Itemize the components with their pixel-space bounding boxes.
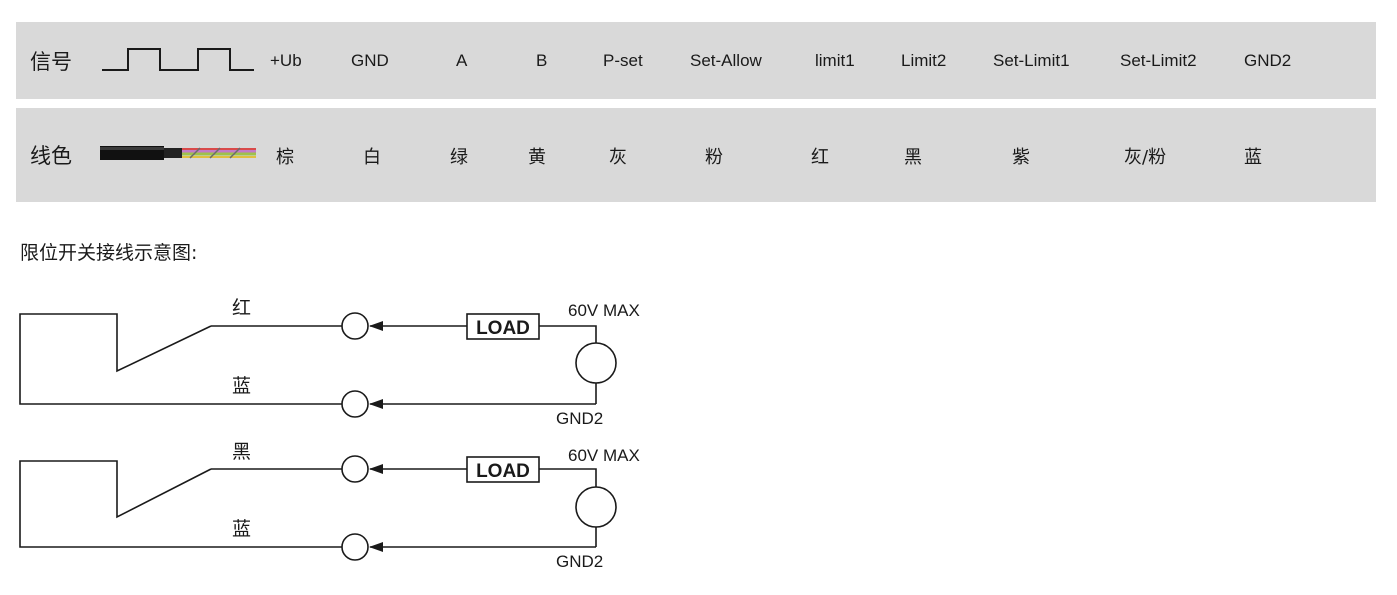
wire-color-item: 紫 [1012,147,1030,168]
signal-item: GND [351,51,389,70]
circuit-1: 红 蓝 LOAD 60V MAX GND2 [19,297,640,428]
limit-switch-contact [19,313,342,405]
signal-row [16,22,1376,99]
wire-label-blue: 蓝 [232,375,251,397]
load-box [466,456,540,483]
signal-item: +Ub [270,51,302,70]
signal-item: Set-Limit1 [993,51,1070,70]
supply-voltage-label: 60V MAX [568,446,640,465]
wiring-diagram-title: 限位开关接线示意图: [20,242,198,264]
load-label: LOAD [476,318,530,339]
wire-label-red: 红 [232,297,251,319]
signal-item: Set-Limit2 [1120,51,1197,70]
wire-color-item: 棕 [276,147,294,168]
wire-color-item: 白 [363,147,381,168]
load-label: LOAD [476,461,530,482]
terminal-circle [341,390,369,418]
wire-color-item: 粉 [705,147,723,168]
circuit-2: 黑 蓝 LOAD 60V MAX GND2 [19,441,640,571]
power-supply-circle [575,486,617,528]
signal-item: P-set [603,51,643,70]
wire-color-item: 黑 [904,147,922,168]
wire-color-item: 灰/粉 [1124,147,1167,168]
supply-voltage-label: 60V MAX [568,301,640,320]
wire-color-item: 红 [811,147,829,168]
signal-item: B [536,51,548,70]
wire-color-item: 蓝 [1244,147,1262,168]
wire-label-blue: 蓝 [232,518,251,540]
terminal-circle [341,533,369,561]
ground-label: GND2 [556,552,603,571]
signal-item: GND2 [1244,51,1292,70]
limit-switch-contact [19,460,342,548]
ground-label: GND2 [556,409,603,428]
cable-icon [100,146,256,160]
wire-color-item: 绿 [450,147,468,168]
signal-item: A [456,51,468,70]
power-supply-circle [575,342,617,384]
wire-color-item: 黄 [528,147,546,168]
wire-color-item: 灰 [609,147,627,168]
square-wave-icon [102,48,254,71]
signal-item: limit1 [815,51,855,70]
signal-row-title: 信号 [30,50,72,74]
signal-item: Limit2 [901,51,947,70]
wire-label-black: 黑 [232,441,251,463]
terminal-circle [341,312,369,340]
load-box [466,313,540,340]
wire-color-row-title: 线色 [30,144,72,168]
signal-item: Set-Allow [690,51,762,70]
terminal-circle [341,455,369,483]
